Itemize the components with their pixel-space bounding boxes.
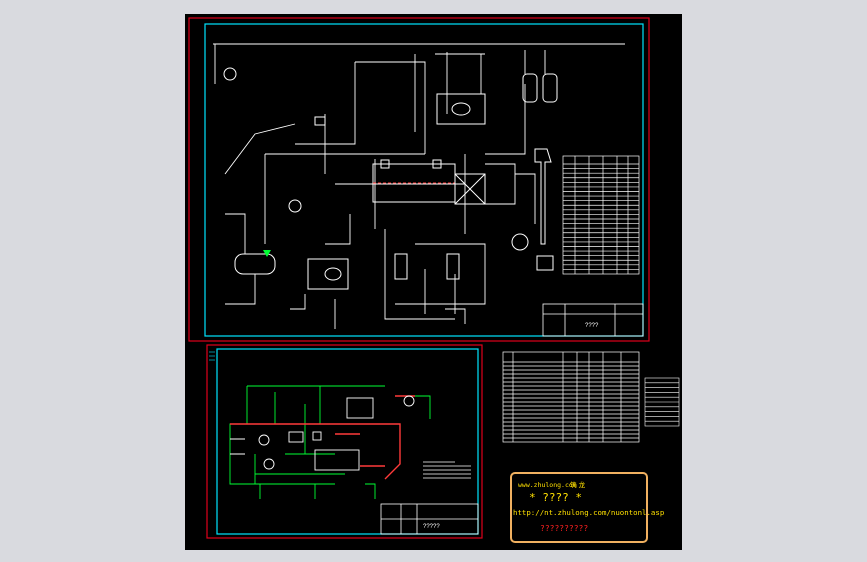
watermark-stars: * ???? * — [529, 491, 582, 504]
bottom-sheet-margin-marks — [209, 351, 215, 361]
top-title-block — [542, 303, 644, 337]
heat-exchanger — [454, 173, 486, 205]
bottom-title-block — [380, 503, 479, 535]
green-marker — [263, 250, 271, 257]
mid-table-rows — [503, 365, 639, 439]
bottom-drawing-sheet: ????? — [206, 344, 483, 539]
cad-drawing-canvas[interactable]: ???? — [185, 14, 682, 550]
mid-table — [502, 351, 640, 443]
tank-unit — [436, 93, 486, 125]
watermark-url: http://nt.zhulong.com/nuontonl.asp — [513, 508, 664, 517]
bottom-sheet-inner-frame — [216, 348, 479, 535]
top-sheet-inner-frame — [204, 23, 644, 337]
watermark-bottom: ?????????? — [540, 524, 588, 533]
top-sheet-outer-frame — [188, 17, 650, 342]
drawing-viewport[interactable]: ???? — [185, 14, 682, 550]
equipment-table-rows — [563, 168, 639, 270]
top-title-text: ???? — [585, 323, 599, 329]
watermark-badge: www.zhulong.com 筑 龙 * ???? * http://nt.z… — [510, 472, 664, 543]
bottom-red-piping — [230, 395, 415, 480]
bottom-sheet-outer-frame — [206, 344, 483, 539]
bottom-title-text: ????? — [423, 524, 440, 530]
watermark-logo-tag: 筑 龙 — [570, 480, 586, 489]
main-boiler-unit — [372, 159, 456, 203]
watermark-site: www.zhulong.com — [518, 481, 577, 489]
side-note-table — [644, 377, 680, 427]
separator-units — [522, 73, 558, 103]
equipment-table — [562, 155, 640, 275]
bottom-notes — [423, 461, 471, 479]
top-drawing-sheet: ???? — [188, 17, 650, 342]
bottom-green-piping — [229, 385, 431, 499]
tanks-lower — [234, 116, 460, 290]
pumps — [223, 67, 529, 251]
bottom-equipment — [230, 395, 415, 471]
side-note-rows — [645, 382, 679, 422]
chimney — [534, 148, 554, 271]
